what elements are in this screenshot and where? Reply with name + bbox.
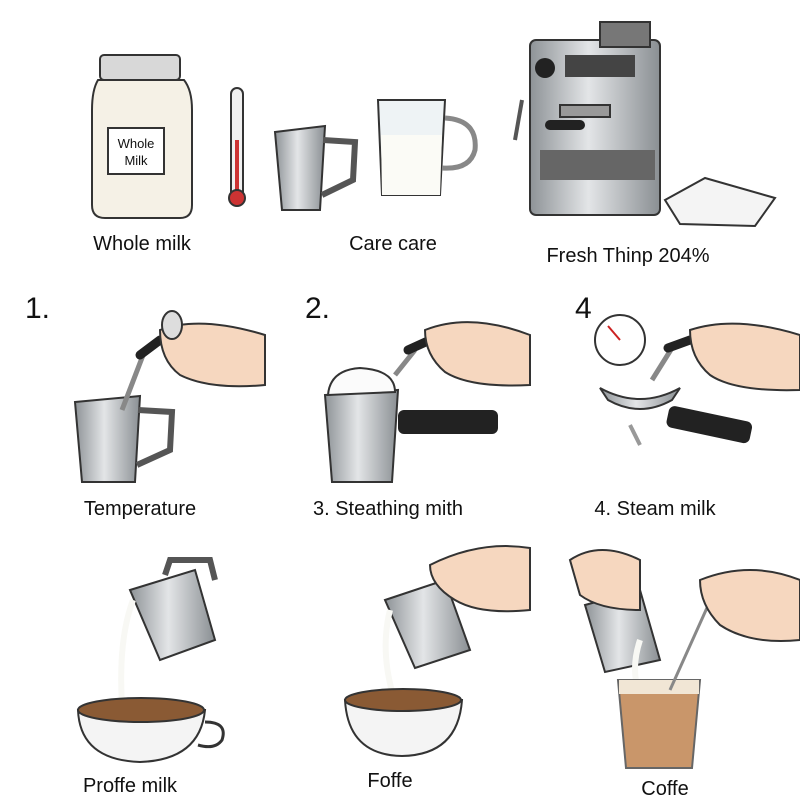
step-number-1: 1. — [25, 292, 50, 325]
jar-label-line1: Whole — [118, 136, 155, 151]
label-proffe-milk: Proffe milk — [83, 775, 178, 797]
glass-measuring-cup — [376, 99, 478, 196]
step6-scene — [343, 545, 531, 758]
step7-scene — [568, 549, 800, 769]
towel — [663, 176, 777, 228]
thermometer-icon — [228, 87, 246, 207]
step-number-2: 2. — [305, 292, 330, 325]
step2-scene — [323, 321, 531, 483]
step-number-4: 4 — [575, 292, 592, 325]
step4-scene — [594, 314, 800, 446]
jar-label-line2: Milk — [124, 153, 148, 168]
label-coffe: Coffe — [641, 778, 688, 800]
label-steathing-mith: 3. Steathing mith — [313, 498, 463, 520]
step5-scene — [76, 557, 225, 764]
steel-pitcher — [273, 124, 359, 211]
label-fresh-thinp: Fresh Thinp 204% — [546, 245, 709, 267]
label-steam-milk: 4. Steam milk — [594, 498, 716, 520]
milk-jar: Whole Milk — [91, 54, 193, 219]
label-whole-milk: Whole milk — [93, 233, 192, 255]
label-temperature: Temperature — [84, 498, 196, 520]
label-foffe: Foffe — [367, 770, 412, 792]
label-care-care: Care care — [349, 233, 437, 255]
espresso-machine — [513, 21, 661, 216]
step1-scene — [73, 310, 266, 483]
